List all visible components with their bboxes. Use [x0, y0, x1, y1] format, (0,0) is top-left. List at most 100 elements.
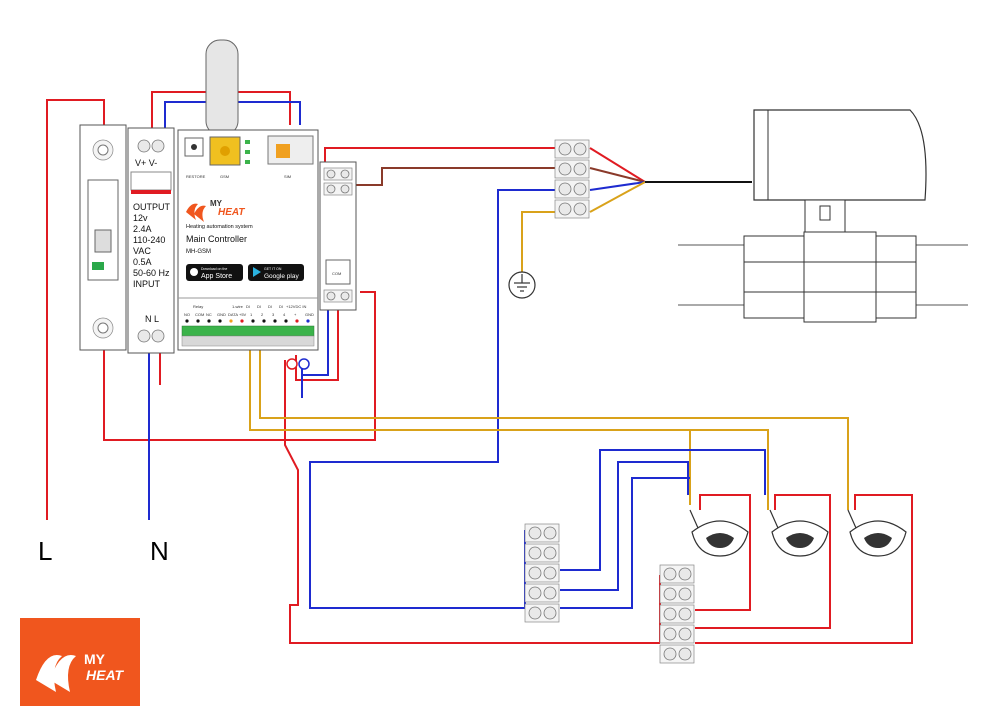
mains-n-label: N [150, 536, 169, 566]
appstore-label: App Store [201, 273, 232, 280]
onewire-group-label: 1-wire [232, 304, 244, 309]
earth-wire [521, 211, 555, 275]
red-sensor-loop-2 [695, 494, 831, 629]
app-store-badge[interactable]: Download on the App Store [186, 264, 243, 281]
relay-module: COM [319, 161, 357, 311]
screw-icon [528, 586, 542, 600]
relay-module-label: COM [332, 271, 341, 276]
terminal-dot [229, 319, 233, 323]
terminal-label: NO [184, 312, 190, 317]
screw-icon [543, 586, 557, 600]
psu-spec-line: 0.5A [133, 257, 152, 267]
terminal-dot [218, 319, 222, 323]
di-group-label: DI [246, 304, 250, 309]
terminal-dot [207, 319, 211, 323]
terminal-dot [284, 319, 288, 323]
screw-icon [528, 606, 542, 620]
terminal-screws [185, 319, 310, 323]
temperature-sensor [689, 509, 749, 557]
signal-yellow-2 [259, 350, 849, 510]
blue-sensor-bus-3 [560, 477, 690, 609]
screw-icon [573, 182, 587, 196]
live-wire-main [46, 99, 105, 520]
ctrl-label-gsm: GSM [220, 174, 229, 179]
terminal-label: 3 [272, 312, 275, 317]
live-breaker-to-psu [103, 291, 376, 441]
motorized-valve [678, 109, 968, 323]
controller-brand: MY HEAT [186, 199, 245, 222]
screw-icon [663, 647, 677, 661]
valve-brown [589, 167, 646, 183]
di-group-label: DI [257, 304, 261, 309]
screw-icon [543, 546, 557, 560]
terminal-dot [306, 319, 310, 323]
google-play-badge[interactable]: GET IT ON Google play [248, 264, 304, 281]
psu-spec-line: 50-60 Hz [133, 268, 170, 278]
myheat-logo: MY HEAT [20, 618, 140, 706]
terminal-block-left [524, 523, 560, 623]
ctrl-label-restore: RESTORE [186, 174, 206, 179]
earth-icon [508, 271, 536, 299]
terminal-label: DATA [228, 312, 238, 317]
controller-title: Main Controller [186, 234, 247, 244]
screw-icon [663, 627, 677, 641]
blue-sensor-bus-1 [560, 449, 766, 571]
terminal-dot [251, 319, 255, 323]
temperature-sensor [769, 509, 829, 557]
screw-icon [528, 526, 542, 540]
terminal-dot [196, 319, 200, 323]
terminal-label: COM [195, 312, 204, 317]
temperature-sensors [689, 509, 907, 557]
controller-model: MH-GSM [186, 249, 211, 255]
red-sensor-loop-1 [695, 494, 751, 611]
screw-icon [573, 202, 587, 216]
appstore-small: Download on the [201, 267, 227, 271]
psu-header: V+ V- [135, 158, 157, 168]
psu-spec-line: 110-240 [133, 235, 165, 245]
screw-icon [678, 607, 692, 621]
screw-icon [678, 647, 692, 661]
screw-icon [678, 627, 692, 641]
psu-spec-line: OUTPUT [133, 202, 171, 212]
relay-brown [333, 167, 555, 186]
blue-sensor-bus-2 [560, 461, 689, 591]
psu-spec-line: 12v [133, 213, 148, 223]
valve-yellow [589, 181, 646, 213]
terminal-block-valve [554, 139, 590, 219]
valve-red [589, 147, 646, 183]
terminal-label: +5V [239, 312, 247, 317]
controller-brand-heat: HEAT [218, 207, 245, 218]
temperature-sensor [847, 509, 907, 557]
red-sensor-loop-3 [695, 494, 913, 644]
mains-l-label: L [38, 536, 52, 566]
screw-icon [543, 606, 557, 620]
di-group-label: DI [268, 304, 272, 309]
terminal-label: NC [206, 312, 212, 317]
screw-icon [663, 587, 677, 601]
relay-group-label: Relay [193, 304, 203, 309]
screw-icon [663, 607, 677, 621]
terminal-dot [295, 319, 299, 323]
gplay-label: Google play [264, 273, 299, 280]
screw-icon [678, 567, 692, 581]
terminal-dot [273, 319, 277, 323]
terminal-block-right [659, 564, 695, 664]
gplay-small: GET IT ON [264, 267, 282, 271]
terminal-dot [240, 319, 244, 323]
screw-icon [573, 162, 587, 176]
terminal-label: GND [305, 312, 314, 317]
psu-spec-line: VAC [133, 246, 151, 256]
screw-icon [528, 546, 542, 560]
relay-to-ctrl-blue [302, 300, 329, 376]
logo-heat: HEAT [86, 667, 125, 683]
main-controller: RESTORE GSM SIM MY HEAT Heating automati… [177, 39, 319, 370]
screw-icon [558, 162, 572, 176]
signal-yellow-1 [249, 350, 769, 510]
neutral-to-sensors [309, 189, 555, 609]
logo-my: MY [84, 651, 106, 667]
terminal-dot [185, 319, 189, 323]
